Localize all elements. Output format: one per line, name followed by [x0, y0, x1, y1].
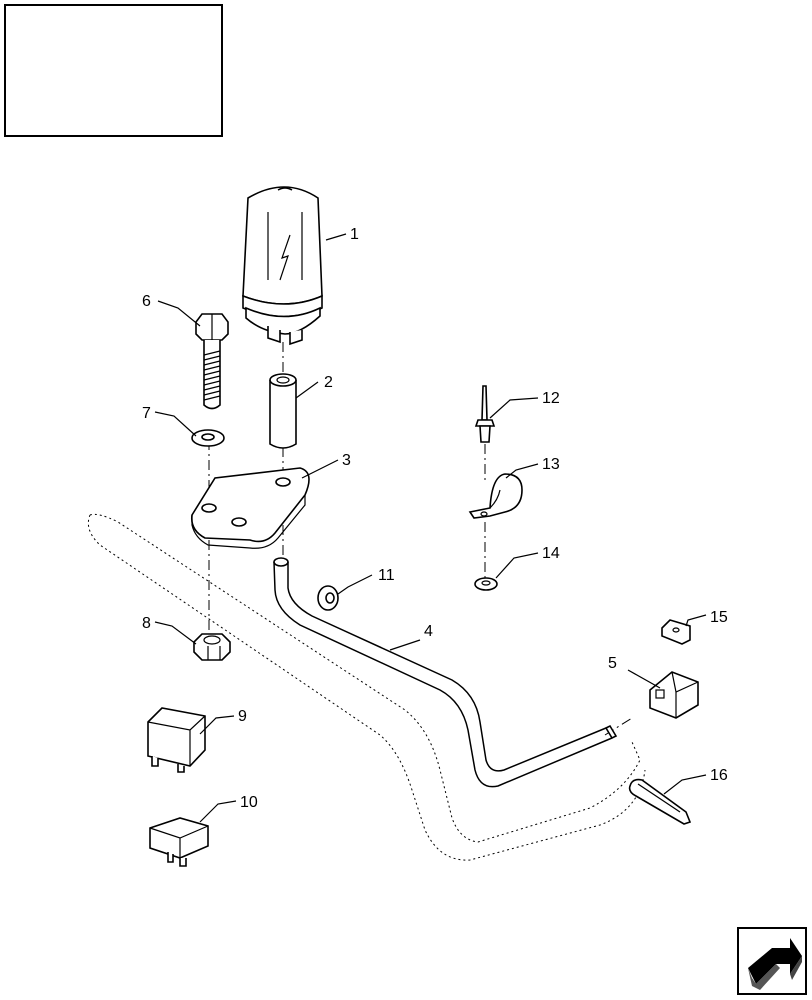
callout-11: 11: [378, 567, 395, 584]
callout-3: 3: [342, 452, 351, 469]
leader-lines: [154, 233, 707, 823]
callout-2: 2: [324, 374, 333, 391]
callout-labels: 1 2 3 4 5 6 7 8 9 10 11 12 13 14 15 16: [142, 226, 728, 811]
relay: [147, 707, 206, 773]
next-page-arrow-icon[interactable]: [737, 927, 807, 995]
bolt: [195, 313, 229, 410]
chassis-outline: [87, 513, 646, 861]
callout-1: 1: [350, 226, 359, 243]
rivet: [474, 385, 496, 443]
callout-6: 6: [142, 293, 151, 310]
callout-5: 5: [608, 655, 617, 672]
washer: [191, 429, 225, 447]
nut: [193, 633, 231, 661]
title-block: [4, 4, 223, 137]
callout-15: 15: [710, 609, 728, 626]
mounting-plate: [190, 467, 310, 549]
grommet-washer: [317, 585, 339, 611]
connector-lock: [661, 619, 691, 645]
beacon-light: [242, 186, 323, 346]
callout-13: 13: [542, 456, 560, 473]
callout-4: 4: [424, 623, 433, 640]
callout-12: 12: [542, 390, 560, 407]
callout-7: 7: [142, 405, 151, 422]
callout-8: 8: [142, 615, 151, 632]
wiring-harness: [273, 557, 618, 788]
connector: [649, 671, 699, 719]
callout-10: 10: [240, 794, 258, 811]
callout-9: 9: [238, 708, 247, 725]
callout-14: 14: [542, 545, 560, 562]
cable-tie: [628, 778, 692, 825]
diode-block: [149, 817, 209, 867]
p-clip: [468, 473, 523, 519]
callout-16: 16: [710, 767, 728, 784]
small-washer: [474, 577, 498, 591]
spacer-tube: [269, 373, 297, 449]
